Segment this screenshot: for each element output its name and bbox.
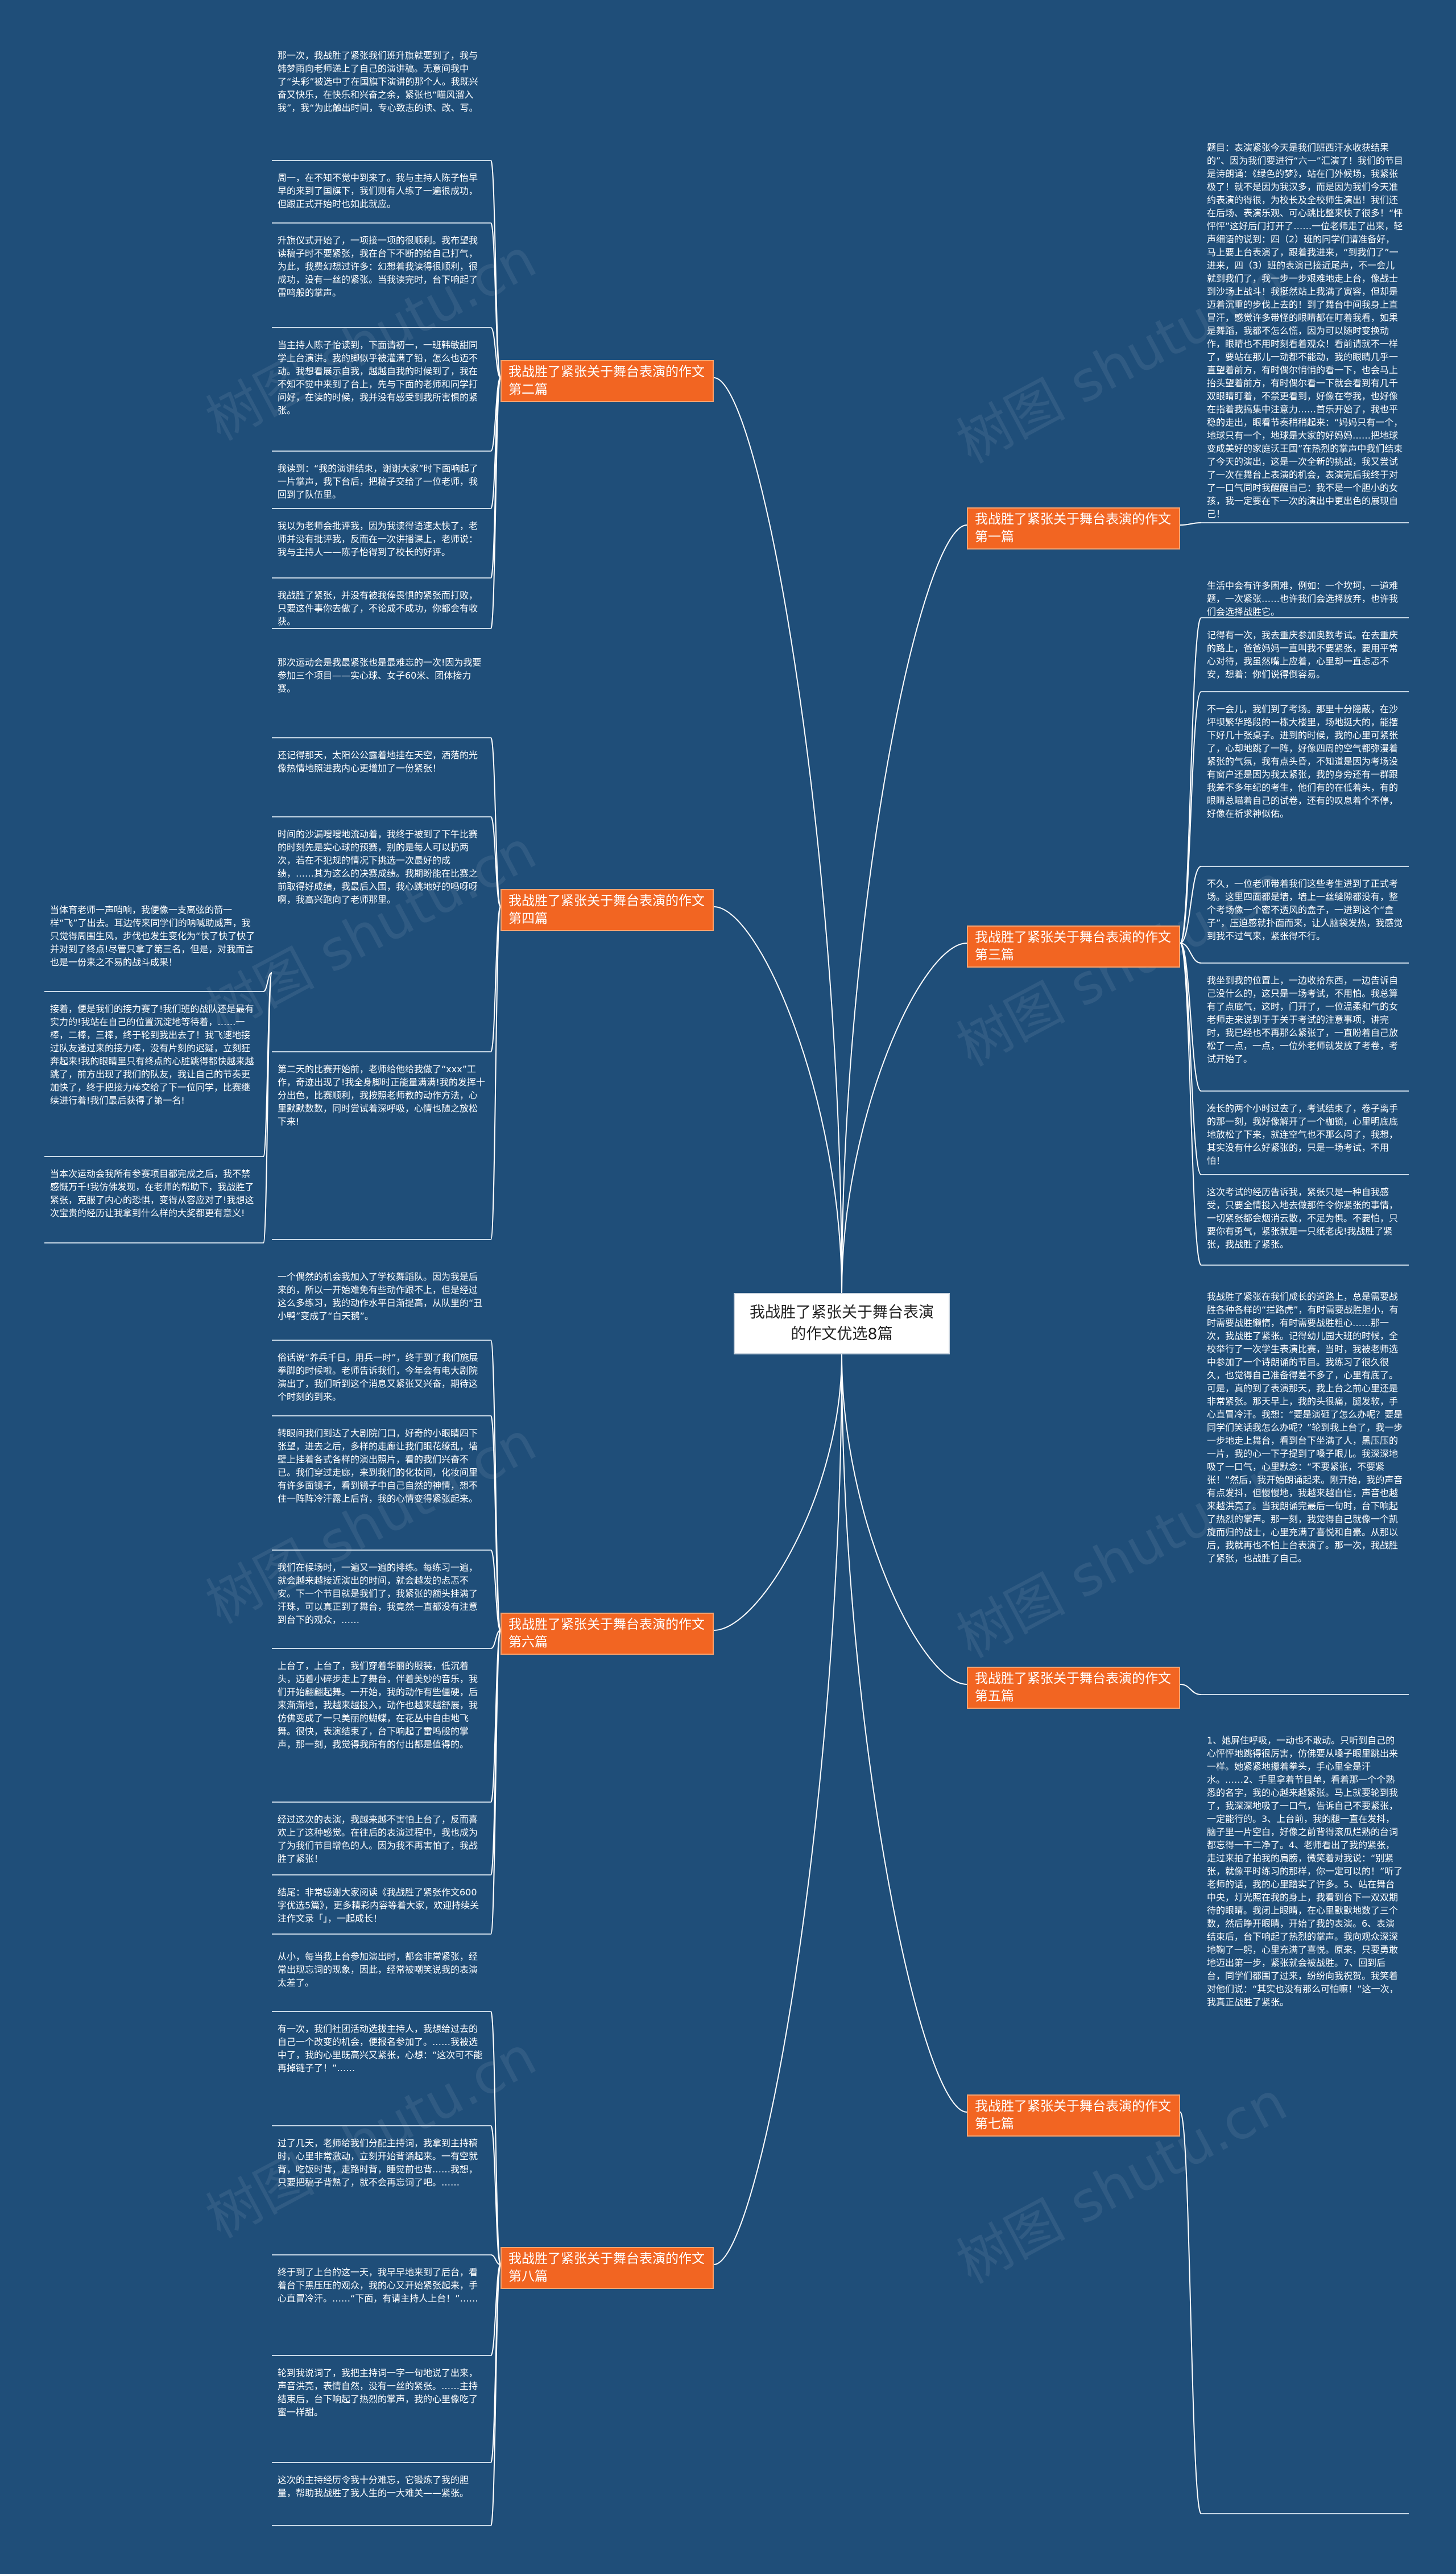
branch-8-leaf-2: 有一次，我们社团活动选拔主持人，我想给过去的自己一个改变的机会，便报名参加了。…… [272,2018,491,2126]
branch-4-sub-link-4 [263,972,272,992]
branch-2-link-2 [490,222,501,378]
branch-8-leaf-6: 这次的主持经历令我十分难忘，它锻炼了我的胆量，帮助我战胜了我人生的一大难关——紧… [272,2469,491,2526]
branch-2-leaf-1: 那一次，我战胜了紧张我们班升旗就要到了，我与韩梦雨向老师递上了自己的演讲稿。无意… [272,44,491,161]
root-link-5 [841,1354,967,1685]
branch-4-leaf-7: 第二天的比赛开始前，老师给他给我做了“xxx”工作，奇迹出现了!我全身脚时正能量… [272,1058,491,1240]
branch-6-leaf-2: 俗话说“养兵千日，用兵一时”，终于到了我们施展拳脚的时候啦。老师告诉我们，今年会… [272,1346,491,1416]
root-link-2 [713,377,842,1294]
branch-8-leaf-3: 过了几天，老师给我们分配主持词，我拿到主持稿时，心里非常激动，立刻开始背诵起来。… [272,2132,491,2255]
branch-6-link-4 [490,1630,501,1649]
branch-4-link-3 [490,906,501,1052]
branch-4-sub-link-6 [263,972,272,1243]
branch-node-2[interactable]: 我战胜了紧张关于舞台表演的作文第二篇 [500,360,714,402]
root-link-4 [713,906,842,1294]
branch-3-leaf-6: 凑长的两个小时过去了，考试结束了，卷子离手的那一刻，我好像解开了一个枷锁，心里明… [1201,1097,1409,1175]
branch-3-link-1 [1180,617,1202,944]
branch-4-leaf-2: 还记得那天，太阳公公露着地挂在天空，洒落的光像热情地照进我内心更增加了一份紧张！ [272,744,491,817]
branch-3-link-3 [1180,866,1202,944]
branch-4-sub-leaf-4: 当体育老师一声哨响，我便像一支离弦的箭一样“飞”了出去。耳边传来同学们的呐喊助威… [44,899,263,992]
branch-7-link-1 [1180,2112,1202,2514]
branch-2-leaf-7: 我战胜了紧张，并没有被我俸畏惧的紧张而打败，只要这件事你去做了，不论成不成功，你… [272,584,491,629]
branch-3-leaf-7: 这次考试的经历告诉我，紧张只是一种自我感受，只要全情投入地去做那件令你紧张的事情… [1201,1181,1409,1266]
branch-2-leaf-6: 我以为老师会批评我，因为我读得语速太快了，老师并没有批评我，反而在一次讲播课上，… [272,515,491,579]
branch-6-leaf-4: 我们在候场时，一遍又一遍的排练。每练习一遍，就会越来越接近演出的时间，就会越发的… [272,1556,491,1649]
branch-2-leaf-3: 升旗仪式开始了，一项接一项的很顺利。我布望我读稿子时不要紧张，我在台下不断的给自… [272,229,491,328]
branch-4-leaf-1: 那次运动会是我最紧张也是最难忘的一次!因为我要参加三个项目——实心球、女子60米… [272,651,491,738]
branch-3-link-2 [1180,691,1202,944]
branch-7-leaf-1: 1、她屏住呼吸，一动也不敢动。只听到自己的心怦怦地跳得很厉害，仿佛要从嗓子眼里跳… [1201,1729,1409,2514]
branch-8-link-2 [490,2125,501,2265]
branch-4-link-2 [490,816,501,907]
root-link-1 [841,524,967,1294]
branch-node-1[interactable]: 我战胜了紧张关于舞台表演的作文第一篇 [967,507,1180,549]
branch-6-leaf-7: 结尾：非常感谢大家阅读《我战胜了紧张作文600字优选5篇》，更多精彩内容等着大家… [272,1881,491,1935]
branch-6-link-7 [490,1630,501,1935]
branch-8-link-1 [490,2011,501,2265]
branch-4-leaf-3: 时间的沙漏嗖嗖地流动着，我终于被到了下午比赛的时刻先是实心球的预赛，别的是每人可… [272,823,491,1052]
branch-node-8[interactable]: 我战胜了紧张关于舞台表演的作文第八篇 [500,2247,714,2289]
branch-4-sub-leaf-6: 当本次运动会我所有参赛项目都完成之后，我不禁感慨万千!我仿佛发现，在老师的帮助下… [44,1163,263,1243]
branch-node-4[interactable]: 我战胜了紧张关于舞台表演的作文第四篇 [500,889,714,931]
branch-8-link-4 [490,2264,501,2356]
branch-8-link-3 [490,2254,501,2265]
branch-6-leaf-3: 转眼间我们到达了大剧院门口，好奇的小眼睛四下张望，进去之后，多样的走廊让我们眼花… [272,1422,491,1551]
branch-6-link-2 [490,1415,501,1631]
branch-2-link-7 [490,377,501,629]
branch-5-link-1 [1180,1684,1202,1695]
branch-1-link-1 [1180,522,1202,526]
branch-node-7[interactable]: 我战胜了紧张关于舞台表演的作文第七篇 [967,2094,1180,2137]
branch-3-leaf-5: 我坐到我的位置上，一边收拾东西，一边告诉自己没什么的，这只是一场考试，不用怕。我… [1201,969,1409,1092]
branch-3-leaf-3: 不一会儿，我们到了考场。那里十分隐蔽，在沙坪坝繁华路段的一栋大楼里，场地挺大的，… [1201,698,1409,867]
branch-3-link-5 [1180,943,1202,1092]
branch-1-leaf-1: 题目：表演紧张今天是我们班西汗水收获结果的”、因为我们要进行“六一”汇演了！我们… [1201,137,1409,523]
branch-8-link-6 [490,2264,501,2526]
branch-2-leaf-4: 当主持人陈子怡读到，下面请初一，一班韩敏甜同学上台演讲。我的脚似乎被灌满了铅，怎… [272,334,491,452]
branch-4-sub-leaf-5: 接着，便是我们的接力赛了!我们班的战队还是最有实力的!我站在自己的位置沉淀地等待… [44,998,263,1157]
branch-8-link-5 [490,2264,501,2463]
branch-3-link-7 [1180,943,1202,1266]
branch-8-leaf-1: 从小，每当我上台参加演出时，都会非常紧张，经常出现忘词的现象，因此，经常被嘲笑说… [272,1945,491,2012]
branch-3-link-6 [1180,943,1202,1175]
branch-4-link-7 [490,906,501,1240]
branch-3-link-4 [1180,943,1202,964]
root-link-6 [713,1354,842,1631]
branch-2-link-1 [490,160,501,378]
branch-2-leaf-5: 我读到：“我的演讲结束，谢谢大家”时下面响起了一片掌声，我下台后，把稿子交给了一… [272,457,491,509]
branch-node-5[interactable]: 我战胜了紧张关于舞台表演的作文第五篇 [967,1667,1180,1709]
branch-node-3[interactable]: 我战胜了紧张关于舞台表演的作文第三篇 [967,926,1180,968]
branch-8-leaf-4: 终于到了上台的这一天，我早早地来到了后台，看着台下黑压压的观众，我的心又开始紧张… [272,2261,491,2356]
branch-3-leaf-2: 记得有一次，我去重庆参加奥数考试。在去重庆的路上，爸爸妈妈一直叫我不要紧张，要用… [1201,624,1409,692]
branch-6-link-3 [490,1550,501,1631]
branch-3-leaf-1: 生活中会有许多困难，例如：一个坎坷，一道难题，一次紧张……也许我们会选择放弃，也… [1201,575,1409,618]
root-topic[interactable]: 我战胜了紧张关于舞台表演的作文优选8篇 [734,1293,950,1354]
root-link-3 [841,943,967,1294]
branch-8-leaf-5: 轮到我说词了，我把主持词一字一句地说了出来，声音洪亮，表情自然，没有一丝的紧张。… [272,2362,491,2463]
branch-node-6[interactable]: 我战胜了紧张关于舞台表演的作文第六篇 [500,1613,714,1655]
branch-2-link-3 [490,327,501,378]
branch-6-leaf-6: 经过这次的表演，我越来越不害怕上台了，反而喜欢上了这种感觉。在往后的表演过程中，… [272,1808,491,1875]
root-link-8 [713,1354,842,2265]
root-link-7 [841,1354,967,2113]
branch-6-leaf-5: 上台了，上台了，我们穿着华丽的服装，低沉着头，迈着小碎步走上了舞台，伴着美妙的音… [272,1655,491,1803]
branch-2-leaf-2: 周一，在不知不觉中到来了。我与主持人陈子怡早早的来到了国旗下，我们则有人练了一遍… [272,167,491,224]
branch-5-leaf-1: 我战胜了紧张在我们成长的道路上，总是需要战胜各种各样的“拦路虎”，有时需要战胜胆… [1201,1286,1409,1695]
branch-3-leaf-4: 不久，一位老师带着我们这些考生进到了正式考场。这里四面都是墙，墙上一丝缝隙都没有… [1201,873,1409,964]
branch-6-leaf-1: 一个偶然的机会我加入了学校舞蹈队。因为我是后来的，所以一开始难免有些动作跟不上，… [272,1266,491,1341]
